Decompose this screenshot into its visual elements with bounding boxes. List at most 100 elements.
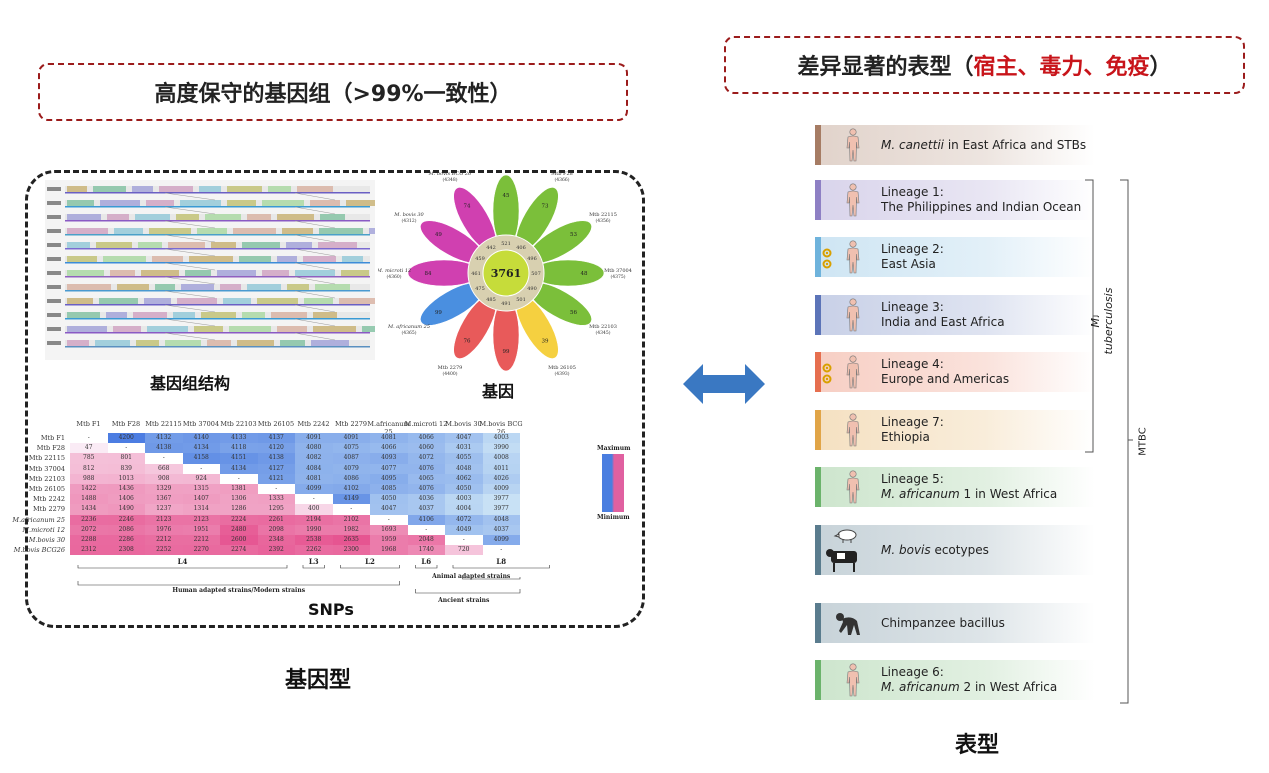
heatmap-cell: 4080	[295, 443, 333, 454]
heatmap-cell: 1314	[182, 504, 220, 515]
heatmap-cell: 4048	[445, 463, 483, 474]
venn-ring-value: 475	[475, 286, 485, 292]
lineage-row: Lineage 5:M. africanum 1 in West Africa	[815, 467, 1095, 507]
heatmap-cell: 1407	[182, 494, 220, 505]
heatmap-cell: 2246	[107, 514, 145, 525]
lineage-label: Lineage 2:East Asia	[881, 242, 944, 271]
heatmap-cell: 1295	[257, 504, 295, 515]
heatmap-column-header: Mtb 26105	[257, 420, 295, 428]
synteny-link	[164, 192, 216, 201]
heatmap-cell: 4087	[332, 453, 370, 464]
heatmap-cell: 2480	[220, 524, 258, 535]
heatmap-cell: 4075	[332, 443, 370, 454]
lineage-background	[821, 467, 1095, 507]
heatmap-cell: 4003	[482, 433, 520, 444]
heatmap-cell: 839	[107, 463, 145, 474]
heatmap-cell: 2086	[107, 524, 145, 535]
lineage-label: Lineage 4:Europe and Americas	[881, 357, 1010, 386]
heatmap-cell: 4137	[257, 433, 295, 444]
lineage-color-bar	[815, 180, 821, 220]
synteny-genome-track	[47, 270, 370, 278]
heatmap-cell: 1693	[370, 524, 408, 535]
heatmap-cell: -	[257, 484, 295, 495]
venn-petal-count: (4400)	[443, 370, 458, 377]
heatmap-cell: 2098	[257, 524, 295, 535]
synteny-link	[164, 290, 216, 299]
heatmap-row-header: Mtb 2242	[32, 495, 65, 504]
heatmap-cell: -	[295, 494, 333, 505]
legend-max-label: Maximum	[597, 445, 631, 452]
heatmap-cell: 2635	[332, 535, 370, 546]
synteny-link	[164, 248, 216, 257]
heatmap-group-label: L8	[496, 557, 507, 567]
heatmap-cell: 785	[70, 453, 108, 464]
venn-petal-value: 73	[542, 203, 549, 209]
heatmap-cell: 1740	[407, 545, 445, 556]
lineage-row: M. bovis ecotypes	[815, 525, 1095, 575]
lineage-brackets	[1085, 179, 1133, 704]
synteny-link	[294, 304, 336, 313]
heatmap-cell: -	[182, 463, 220, 474]
venn-ring-value: 491	[501, 301, 511, 307]
lineage-background	[821, 410, 1095, 450]
heatmap-cell: -	[107, 443, 145, 454]
gear-icon	[821, 362, 833, 377]
synteny-genome-track	[47, 284, 370, 292]
venn-petal-label: M. microti 12	[378, 268, 411, 274]
synteny-genome-track	[47, 200, 375, 208]
lineage-color-bar	[815, 660, 821, 700]
venn-petal-count: (4356)	[596, 217, 611, 224]
heatmap-cell: 4095	[370, 473, 408, 484]
lineage-species: M. canettii	[881, 137, 944, 152]
lineage-background	[821, 603, 1095, 643]
heatmap-cell: 4151	[220, 453, 258, 464]
heatmap-cell: 4003	[445, 494, 483, 505]
heatmap-cell: 47	[70, 443, 108, 454]
heatmap-cell: 2308	[107, 545, 145, 556]
heatmap-cell: 2212	[145, 535, 183, 546]
synteny-link	[164, 276, 216, 285]
heatmap-cell: 1367	[145, 494, 183, 505]
heatmap-cell: 1381	[220, 484, 258, 495]
heatmap-column-header: M.bovis 30	[445, 420, 482, 428]
synteny-genome-track	[47, 298, 375, 306]
heatmap-cell: 4047	[445, 433, 483, 444]
heatmap-cell: 1436	[107, 484, 145, 495]
heatmap-cell: 1315	[182, 484, 220, 495]
heatmap-cell: 924	[182, 473, 220, 484]
gear-icon	[821, 258, 833, 273]
genes-caption: 基因	[482, 382, 515, 401]
synteny-link	[294, 220, 336, 229]
heatmap-cell: 4008	[482, 453, 520, 464]
venn-ring-value: 501	[516, 297, 526, 303]
venn-petal-count: (4375)	[611, 273, 626, 280]
heatmap-cell: 4066	[370, 443, 408, 454]
synteny-link	[294, 290, 336, 299]
heatmap-cell: 400	[295, 504, 333, 515]
venn-ring-value: 485	[486, 297, 496, 303]
heatmap-cell: 1329	[145, 484, 183, 495]
heatmap-cell: 4062	[445, 473, 483, 484]
heatmap-cell: 4132	[145, 433, 183, 444]
venn-ring-value: 459	[475, 256, 485, 262]
heatmap-row-header: M.microti 12	[22, 525, 65, 534]
gear-icon	[821, 247, 833, 262]
venn-ring-value: 461	[471, 271, 481, 277]
heatmap-cell: 2224	[220, 514, 258, 525]
venn-petal-label: Mtb F28	[551, 171, 573, 177]
synteny-genome-track	[47, 326, 375, 334]
lineage-background	[821, 525, 1095, 575]
lineage-row: Lineage 4:Europe and Americas	[815, 352, 1095, 392]
heatmap-cell: 2270	[182, 545, 220, 556]
venn-core-value: 3761	[491, 267, 522, 280]
lineage-label: Lineage 5:M. africanum 1 in West Africa	[881, 472, 1058, 501]
heatmap-cell: 1406	[107, 494, 145, 505]
heatmap-cell: -	[145, 453, 183, 464]
synteny-link	[294, 206, 336, 215]
lineage-label: M. bovis ecotypes	[881, 542, 989, 557]
venn-ring-value: 496	[527, 256, 537, 262]
genotype-title-box: 高度保守的基因组（>99%一致性）	[38, 63, 628, 121]
lineage-row: Lineage 3:India and East Africa	[815, 295, 1095, 335]
heatmap-column-header: Mtb 37004	[182, 420, 220, 428]
heatmap-cell: 2072	[70, 524, 108, 535]
